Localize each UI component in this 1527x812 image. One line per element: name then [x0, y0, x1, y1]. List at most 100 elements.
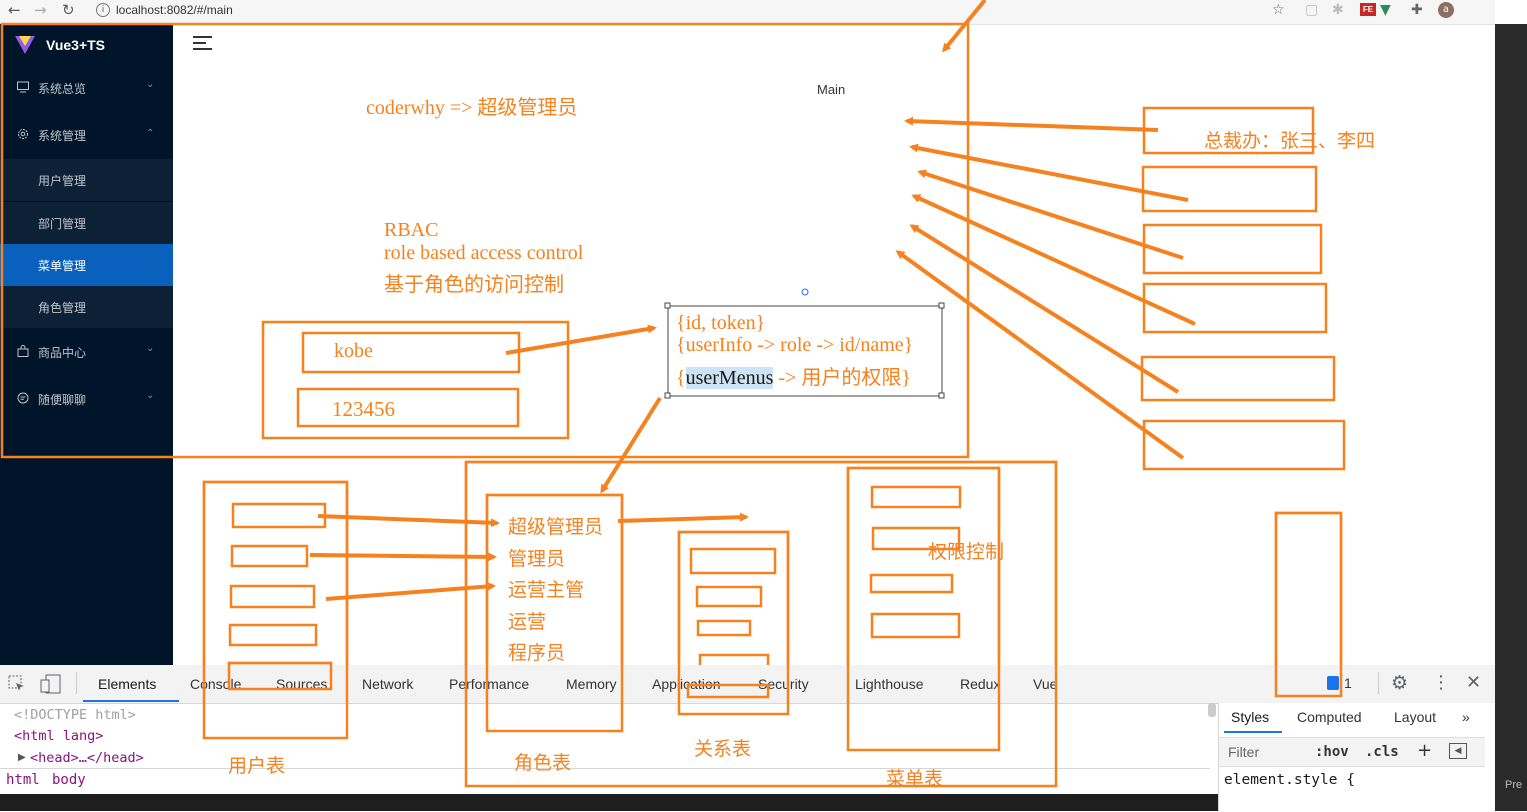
response-text-box: [667, 305, 943, 397]
tab-performance[interactable]: Performance: [449, 676, 530, 692]
scrollbar[interactable]: [1208, 703, 1216, 717]
chevron-down-icon: ⌄: [146, 390, 155, 401]
rbac-english: role based access control: [384, 242, 584, 264]
styles-filter-bar: [1219, 737, 1485, 767]
president-office-note: 总裁办：张三、李四: [1204, 130, 1376, 152]
tab-security[interactable]: Security: [758, 676, 809, 692]
rotate-handle-icon: [801, 288, 809, 296]
sidebar-item-label: 系统管理: [38, 129, 87, 143]
sidebar-item-label: 随便聊聊: [38, 393, 87, 407]
sidebar-item-label: 商品中心: [38, 346, 87, 360]
monitor-icon: [17, 81, 29, 93]
sidebar-item-label: 系统总览: [38, 82, 87, 96]
coderwhy-note: coderwhy => 超级管理员: [366, 97, 578, 119]
chevron-down-icon: ⌄: [146, 343, 155, 354]
tab-memory[interactable]: Memory: [566, 676, 617, 692]
tab-styles[interactable]: Styles: [1231, 709, 1270, 725]
role-item: 超级管理员: [508, 516, 604, 538]
role-table-label: 角色表: [514, 752, 572, 774]
submenu-item-menus[interactable]: 菜单管理: [0, 244, 173, 286]
issues-badge[interactable]: 1: [1325, 674, 1365, 694]
toggle-sidebar-icon[interactable]: ◀: [1449, 743, 1467, 759]
more-tabs-icon[interactable]: »: [1462, 709, 1470, 725]
submenu-item-departments[interactable]: 部门管理: [0, 202, 173, 244]
tab-computed[interactable]: Computed: [1297, 709, 1362, 725]
sidebar-item-overview[interactable]: 系统总览 ⌄: [0, 67, 173, 109]
separator: [76, 672, 77, 694]
extension-icon[interactable]: ▢: [1305, 2, 1319, 18]
dept-box: [1142, 282, 1328, 334]
permission-text: -> 用户的权限}: [773, 367, 911, 389]
tab-application[interactable]: Application: [652, 676, 721, 692]
submenu-item-users[interactable]: 用户管理: [0, 159, 173, 201]
fe-extension-icon[interactable]: FE: [1360, 3, 1376, 16]
class-toggle[interactable]: .cls: [1365, 744, 1399, 760]
avatar[interactable]: a: [1438, 2, 1454, 18]
reload-icon[interactable]: ↻: [62, 1, 75, 19]
tab-redux[interactable]: Redux: [960, 676, 1001, 692]
star-icon[interactable]: ☆: [1272, 2, 1285, 18]
info-icon[interactable]: i: [96, 3, 110, 17]
settings-gear-icon[interactable]: ⚙: [1391, 672, 1409, 694]
main-frame-box: [0, 22, 970, 459]
tab-vue[interactable]: Vue: [1033, 676, 1058, 692]
gear-icon: [18, 129, 28, 139]
issues-count: 1: [1344, 675, 1352, 691]
active-tab-indicator: [1224, 731, 1282, 733]
close-icon[interactable]: ✕: [1466, 672, 1482, 693]
permission-control-note: 权限控制: [928, 541, 1005, 563]
tab-layout[interactable]: Layout: [1394, 709, 1437, 725]
sidebar-item-products[interactable]: 商品中心 ⌄: [0, 331, 173, 373]
sidebar-item-chat[interactable]: 随便聊聊 ⌄: [0, 378, 173, 420]
filter-input[interactable]: Filter: [1228, 744, 1260, 760]
element-style-rule: element.style {: [1224, 772, 1355, 788]
submenu-label: 用户管理: [38, 174, 87, 188]
extension-icon[interactable]: ✱: [1332, 2, 1344, 18]
rbac-chinese: 基于角色的访问控制: [384, 274, 564, 296]
tab-network[interactable]: Network: [362, 676, 414, 692]
side-window-strip: [1495, 24, 1527, 811]
add-rule-icon[interactable]: +: [1417, 740, 1433, 761]
inspect-element-icon[interactable]: [8, 675, 26, 693]
brace-text: {: [676, 367, 686, 389]
tab-elements[interactable]: Elements: [98, 676, 157, 692]
bag-icon: [17, 345, 29, 357]
submenu-item-roles[interactable]: 角色管理: [0, 286, 173, 328]
submenu-label: 角色管理: [38, 301, 87, 315]
role-item: 运营主管: [508, 579, 585, 601]
breadcrumb-html[interactable]: html: [6, 772, 40, 788]
chevron-up-icon: ⌃: [146, 128, 155, 139]
doctype-node[interactable]: <!DOCTYPE html>: [14, 707, 136, 723]
sidebar: [0, 24, 173, 665]
dept-box: [1142, 223, 1323, 275]
sidebar-item-system[interactable]: 系统管理 ⌃: [0, 114, 173, 156]
dept-box: [1142, 419, 1346, 471]
more-options-icon[interactable]: ⋮: [1432, 672, 1450, 693]
active-tab-indicator: [83, 700, 179, 702]
tab-sources[interactable]: Sources: [276, 676, 328, 692]
device-toggle-icon[interactable]: [40, 674, 62, 694]
role-item: 运营: [508, 611, 547, 633]
dept-box: [1140, 355, 1336, 402]
menu-toggle-icon[interactable]: [193, 36, 212, 52]
page-content-label: Main: [817, 82, 846, 97]
role-item: 程序员: [508, 642, 566, 664]
html-node[interactable]: <html lang>: [14, 728, 104, 744]
head-node[interactable]: <head>…</head>: [30, 750, 144, 766]
dock-bar: [0, 794, 1218, 811]
response-line-3: {userMenus -> 用户的权限}: [676, 361, 911, 390]
response-line-1: {id, token}: [676, 312, 766, 334]
puzzle-icon[interactable]: ✚: [1411, 2, 1423, 18]
relation-table-label: 关系表: [694, 738, 752, 760]
arrow-right-icon[interactable]: →: [34, 1, 47, 19]
url-bar[interactable]: localhost:8082/#/main: [116, 3, 233, 17]
side-window-hint: Pre: [1505, 779, 1523, 791]
tab-console[interactable]: Console: [190, 676, 242, 692]
breadcrumb-body[interactable]: body: [52, 772, 86, 788]
arrow-left-icon[interactable]: ←: [8, 1, 21, 19]
vue-devtools-icon[interactable]: ▼: [1380, 2, 1391, 18]
expand-triangle-icon[interactable]: ▶: [18, 752, 26, 763]
tab-lighthouse[interactable]: Lighthouse: [855, 676, 924, 692]
hover-state-toggle[interactable]: :hov: [1315, 744, 1349, 760]
vue-logo-icon: [15, 36, 35, 54]
